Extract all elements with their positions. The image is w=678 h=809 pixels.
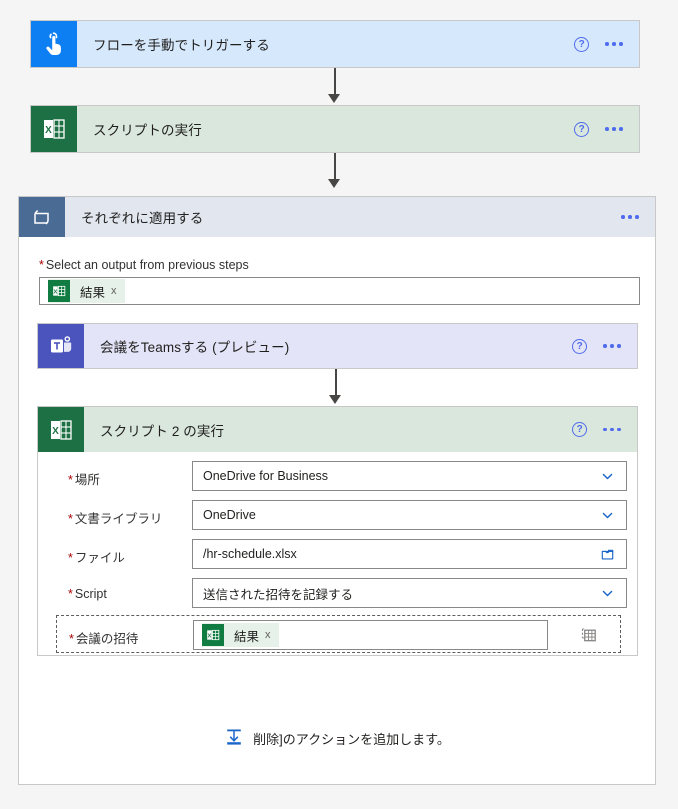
input-location-value: OneDrive for Business xyxy=(203,469,329,483)
svg-text:X: X xyxy=(52,426,59,437)
card-actions: ? xyxy=(572,324,637,368)
excel-icon: X xyxy=(31,106,77,152)
apply-to-each-container[interactable]: それぞれに適用する *Select an output from previou… xyxy=(18,196,656,785)
required-asterisk: * xyxy=(68,551,73,565)
excel-icon: X xyxy=(38,407,84,452)
touch-hand-icon xyxy=(31,21,77,67)
more-menu-icon[interactable] xyxy=(603,344,621,348)
required-asterisk: * xyxy=(68,512,73,526)
chevron-down-icon[interactable] xyxy=(601,470,614,483)
input-script[interactable]: 送信された招待を記録する xyxy=(192,578,627,608)
connector-line xyxy=(334,68,336,97)
card-actions xyxy=(621,197,655,237)
chevron-down-icon[interactable] xyxy=(601,587,614,600)
token-label: 結果 xyxy=(80,285,106,300)
more-menu-icon[interactable] xyxy=(621,215,639,219)
svg-text:X: X xyxy=(54,289,58,295)
apply-to-each-header[interactable]: それぞれに適用する xyxy=(19,197,655,237)
input-file-value: /hr-schedule.xlsx xyxy=(203,547,297,561)
field-label-location: *場所 xyxy=(68,473,100,487)
card-actions: ? xyxy=(574,21,639,67)
input-document-library[interactable]: OneDrive xyxy=(192,500,627,530)
flow-step-title: 会議をTeamsする (プレビュー) xyxy=(100,340,290,355)
add-action-label: 削除]のアクションを追加します。 xyxy=(253,732,450,747)
output-field-label: Select an output from previous steps xyxy=(45,258,249,272)
flow-step-title: スクリプトの実行 xyxy=(93,123,202,138)
help-icon[interactable]: ? xyxy=(574,36,590,52)
connector-arrow xyxy=(329,395,341,404)
flow-step-run-script-2[interactable]: X スクリプト 2 の実行 ? xyxy=(37,406,638,452)
teams-icon xyxy=(38,324,84,368)
loop-icon xyxy=(19,197,65,237)
more-menu-icon[interactable] xyxy=(605,42,623,46)
card-actions: ? xyxy=(572,407,637,452)
input-meeting-invitation[interactable]: X 結果 x xyxy=(193,620,548,650)
more-menu-icon[interactable] xyxy=(605,127,623,131)
field-label-script: *Script xyxy=(68,587,107,601)
connector-arrow xyxy=(328,179,340,188)
help-icon[interactable]: ? xyxy=(572,338,588,354)
help-icon[interactable]: ? xyxy=(574,121,590,137)
token-remove-button[interactable]: x xyxy=(265,629,271,641)
insert-below-icon[interactable] xyxy=(224,727,244,750)
connector-arrow xyxy=(328,94,340,103)
input-file[interactable]: /hr-schedule.xlsx xyxy=(192,539,627,569)
token-remove-button[interactable]: x xyxy=(111,285,117,297)
connector-line xyxy=(334,153,336,182)
flow-step-run-script[interactable]: X スクリプトの実行 ? xyxy=(30,105,640,153)
excel-icon: X xyxy=(48,280,70,302)
required-asterisk: * xyxy=(68,473,73,487)
output-select-input[interactable]: X 結果 x xyxy=(39,277,640,305)
flow-step-teams[interactable]: 会議をTeamsする (プレビュー) ? xyxy=(37,323,638,369)
field-label-meeting-invitation: *会議の招待 xyxy=(69,632,139,646)
required-asterisk: * xyxy=(68,587,73,601)
help-icon[interactable]: ? xyxy=(572,422,588,437)
input-document-library-value: OneDrive xyxy=(203,508,256,522)
field-row-meeting-invitation[interactable]: *会議の招待 X 結果 x xyxy=(56,615,621,653)
required-asterisk: * xyxy=(69,632,74,646)
flow-step-title: フローを手動でトリガーする xyxy=(93,38,270,53)
more-menu-icon[interactable] xyxy=(603,427,621,432)
token-label: 結果 xyxy=(234,629,260,644)
add-action-row[interactable]: 削除]のアクションを追加します。 xyxy=(19,727,655,750)
field-label-document-library: *文書ライブラリ xyxy=(68,512,163,526)
token-chip[interactable]: X 結果 x xyxy=(48,279,125,303)
output-field-label-row: *Select an output from previous steps xyxy=(39,257,249,272)
run-script-2-body: *場所 OneDrive for Business *文書ライブラリ OneDr… xyxy=(37,452,638,656)
chevron-down-icon[interactable] xyxy=(601,509,614,522)
field-label-file: *ファイル xyxy=(68,551,125,565)
connector-line xyxy=(335,369,337,398)
svg-text:X: X xyxy=(45,125,52,136)
folder-icon[interactable] xyxy=(601,548,614,561)
flow-step-title: スクリプト 2 の実行 xyxy=(100,423,225,439)
input-location[interactable]: OneDrive for Business xyxy=(192,461,627,491)
input-script-value: 送信された招待を記録する xyxy=(203,587,354,602)
card-actions: ? xyxy=(574,106,639,152)
flow-step-trigger[interactable]: フローを手動でトリガーする ? xyxy=(30,20,640,68)
required-asterisk: * xyxy=(39,258,44,272)
token-chip[interactable]: X 結果 x xyxy=(202,623,279,647)
dynamic-content-icon[interactable] xyxy=(580,625,599,647)
excel-icon: X xyxy=(202,624,224,646)
apply-to-each-title: それぞれに適用する xyxy=(81,211,204,226)
svg-text:X: X xyxy=(208,633,212,639)
